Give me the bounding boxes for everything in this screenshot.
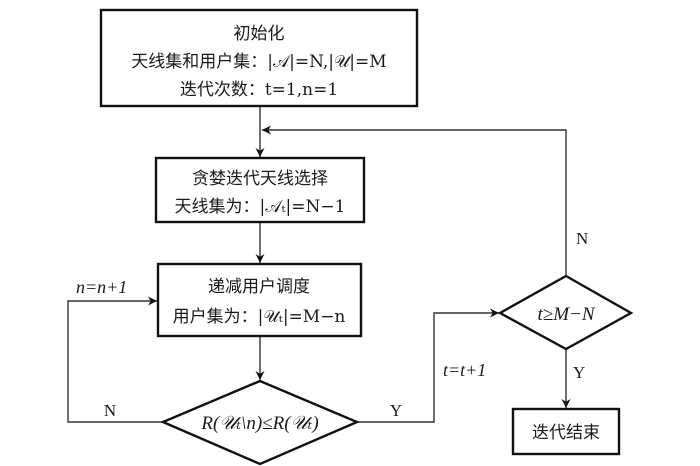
rate-condition: R(𝒰ₜ\n)≤R(𝒰ₜ) bbox=[200, 413, 318, 434]
init-sets: 天线集和用户集：|𝒜|=N,|𝒰|=M bbox=[131, 52, 386, 72]
label-iter-yes: Y bbox=[573, 363, 585, 382]
rate-diamond bbox=[159, 379, 361, 466]
label-t-increment: t=t+1 bbox=[443, 360, 486, 380]
edge-rate-yes bbox=[357, 308, 499, 423]
label-iter-no: N bbox=[576, 229, 588, 248]
label-n-increment: n=n+1 bbox=[76, 277, 127, 297]
node-greedy: 贪婪迭代天线选择 天线集为：|𝒜ₜ|=N−1 bbox=[154, 156, 366, 224]
greedy-box bbox=[154, 156, 366, 224]
label-rate-no: N bbox=[104, 401, 116, 420]
greedy-title: 贪婪迭代天线选择 bbox=[192, 169, 328, 189]
iter-diamond bbox=[497, 274, 634, 351]
edge-rate-no-loop bbox=[67, 296, 163, 423]
node-decision-iter: t≥M−N bbox=[497, 274, 634, 351]
init-title: 初始化 bbox=[234, 24, 285, 44]
node-decrement: 递减用户调度 用户集为：|𝒰ₜ|=M−n bbox=[156, 262, 363, 338]
label-rate-yes: Y bbox=[390, 401, 402, 420]
decrement-user-set: 用户集为：|𝒰ₜ|=M−n bbox=[173, 307, 346, 327]
node-decision-rate: R(𝒰ₜ\n)≤R(𝒰ₜ) bbox=[159, 379, 361, 466]
iter-condition: t≥M−N bbox=[537, 304, 595, 325]
decrement-box bbox=[156, 262, 363, 338]
end-box bbox=[511, 407, 621, 456]
connectors bbox=[67, 106, 571, 423]
node-init: 初始化 天线集和用户集：|𝒜|=N,|𝒰|=M 迭代次数：t=1,n=1 bbox=[99, 8, 419, 108]
init-box bbox=[99, 8, 419, 108]
greedy-antenna-set: 天线集为：|𝒜ₜ|=N−1 bbox=[175, 197, 346, 217]
decrement-title: 递减用户调度 bbox=[208, 277, 310, 297]
edge-iter-no-loop bbox=[262, 125, 567, 276]
end-title: 迭代结束 bbox=[532, 423, 600, 443]
init-iterations: 迭代次数：t=1,n=1 bbox=[180, 80, 338, 100]
node-end: 迭代结束 bbox=[511, 407, 621, 456]
